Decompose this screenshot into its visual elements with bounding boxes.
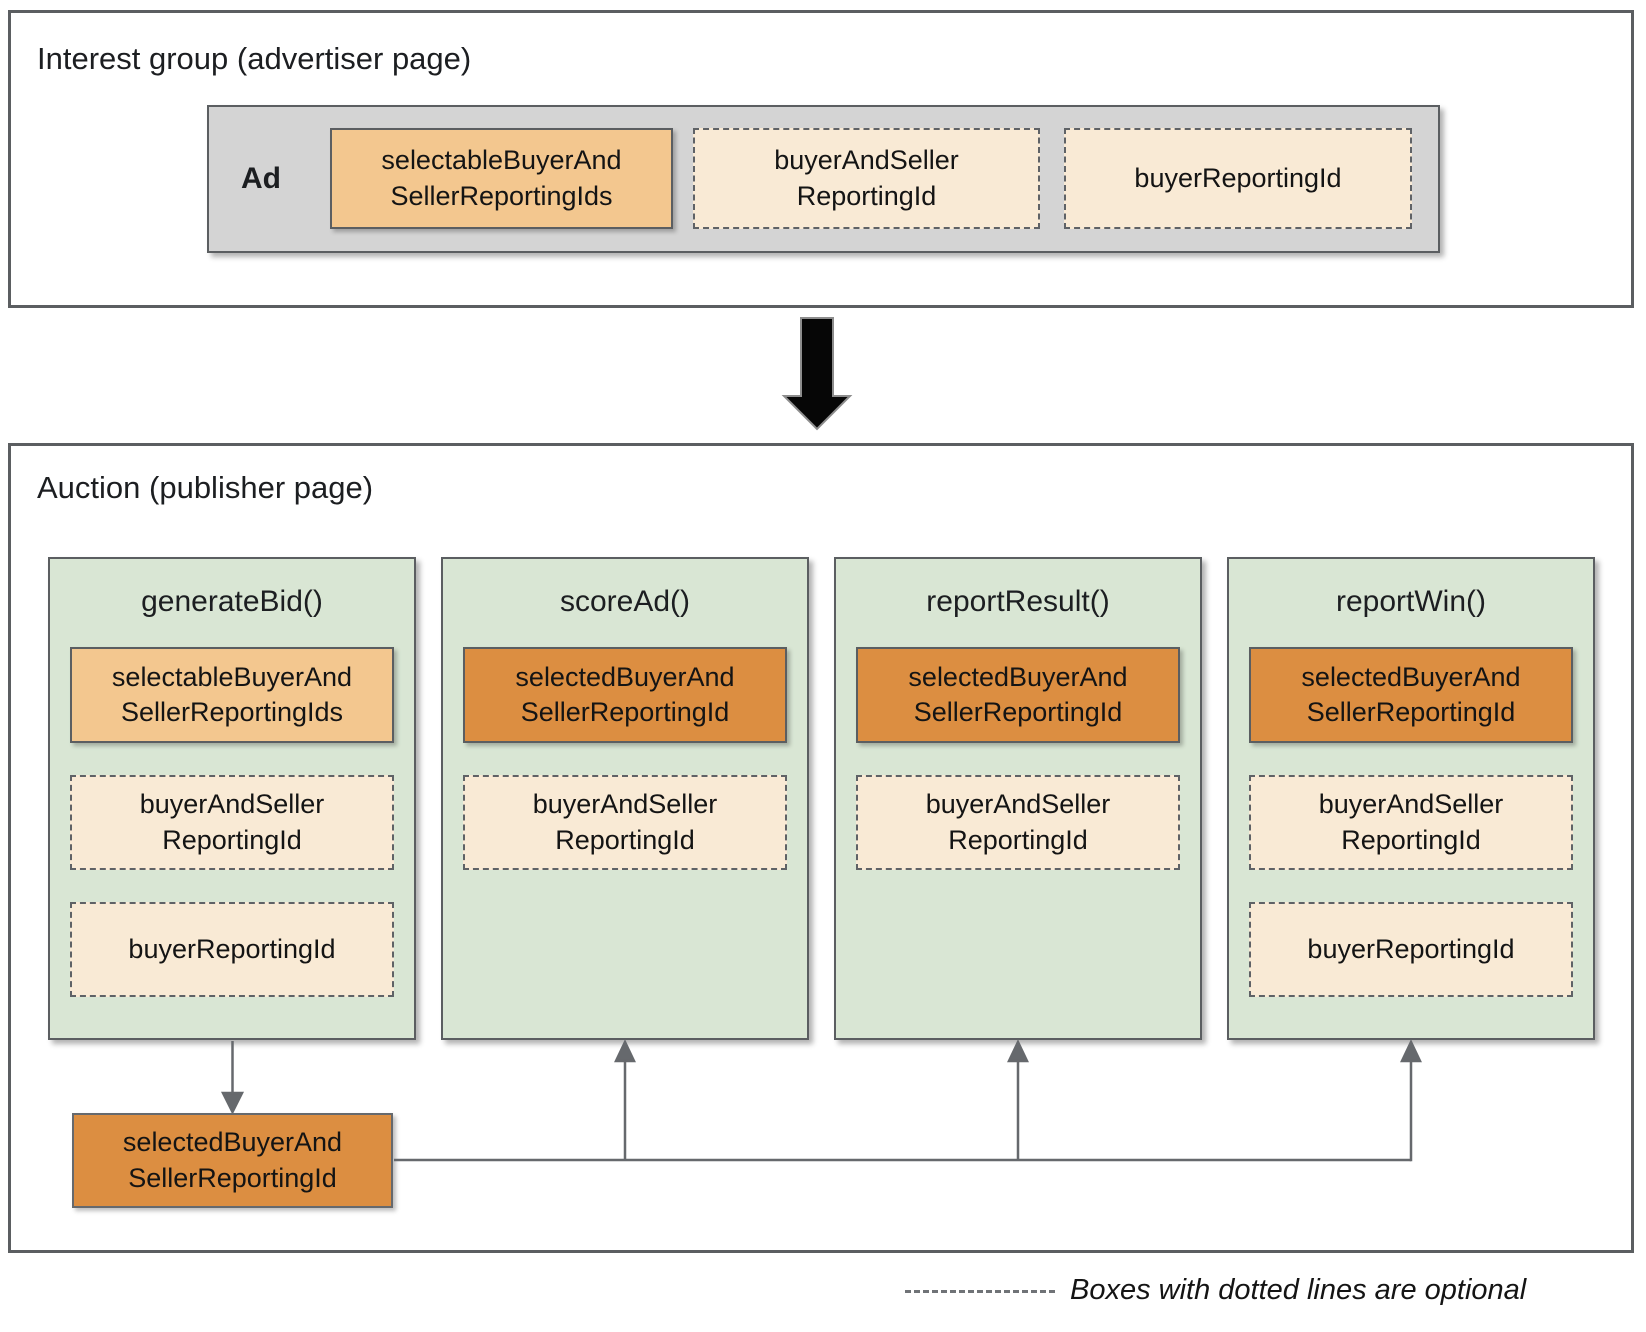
box-buyer-and-seller-reporting-id: buyerAndSeller ReportingId — [856, 775, 1180, 870]
box-buyer-and-seller-reporting-id: buyerAndSeller ReportingId — [463, 775, 787, 870]
box-buyer-and-seller-reporting-id: buyerAndSeller ReportingId — [70, 775, 394, 870]
ad-container: Ad selectableBuyerAnd SellerReportingIds… — [207, 105, 1440, 253]
interest-group-title: Interest group (advertiser page) — [37, 41, 472, 76]
ig-box-buyer-and-seller-reporting-id: buyerAndSeller ReportingId — [693, 128, 1040, 229]
legend-text: Boxes with dotted lines are optional — [1070, 1274, 1527, 1306]
box-buyer-reporting-id: buyerReportingId — [70, 902, 394, 997]
function-column-reportwin: reportWin() selectedBuyerAnd SellerRepor… — [1227, 557, 1595, 1040]
box-selected-buyer-and-seller-reporting-id: selectedBuyerAnd SellerReportingId — [463, 647, 787, 743]
ad-label: Ad — [241, 162, 281, 195]
ig-box-selectable-buyer-and-seller-reporting-ids: selectableBuyerAnd SellerReportingIds — [330, 128, 673, 229]
function-title: reportWin() — [1335, 585, 1486, 618]
function-title: reportResult() — [926, 585, 1110, 618]
legend-dash-sample — [905, 1290, 1055, 1293]
box-selected-buyer-and-seller-reporting-id: selectedBuyerAnd SellerReportingId — [856, 647, 1180, 743]
box-buyer-and-seller-reporting-id: buyerAndSeller ReportingId — [1249, 775, 1573, 870]
down-arrow-icon — [781, 317, 853, 431]
function-title: scoreAd() — [559, 585, 691, 618]
auction-title: Auction (publisher page) — [37, 470, 374, 505]
box-selected-buyer-and-seller-reporting-id: selectedBuyerAnd SellerReportingId — [1249, 647, 1573, 743]
box-buyer-reporting-id: buyerReportingId — [1249, 902, 1573, 997]
function-column-reportresult: reportResult() selectedBuyerAnd SellerRe… — [834, 557, 1202, 1040]
ig-box-buyer-reporting-id: buyerReportingId — [1064, 128, 1412, 229]
output-box-selected-buyer-and-seller-reporting-id: selectedBuyerAnd SellerReportingId — [72, 1113, 393, 1208]
function-column-scoread: scoreAd() selectedBuyerAnd SellerReporti… — [441, 557, 809, 1040]
function-title: generateBid() — [141, 585, 323, 618]
function-column-generatebid: generateBid() selectableBuyerAnd SellerR… — [48, 557, 416, 1040]
box-selectable-buyer-and-seller-reporting-ids: selectableBuyerAnd SellerReportingIds — [70, 647, 394, 743]
